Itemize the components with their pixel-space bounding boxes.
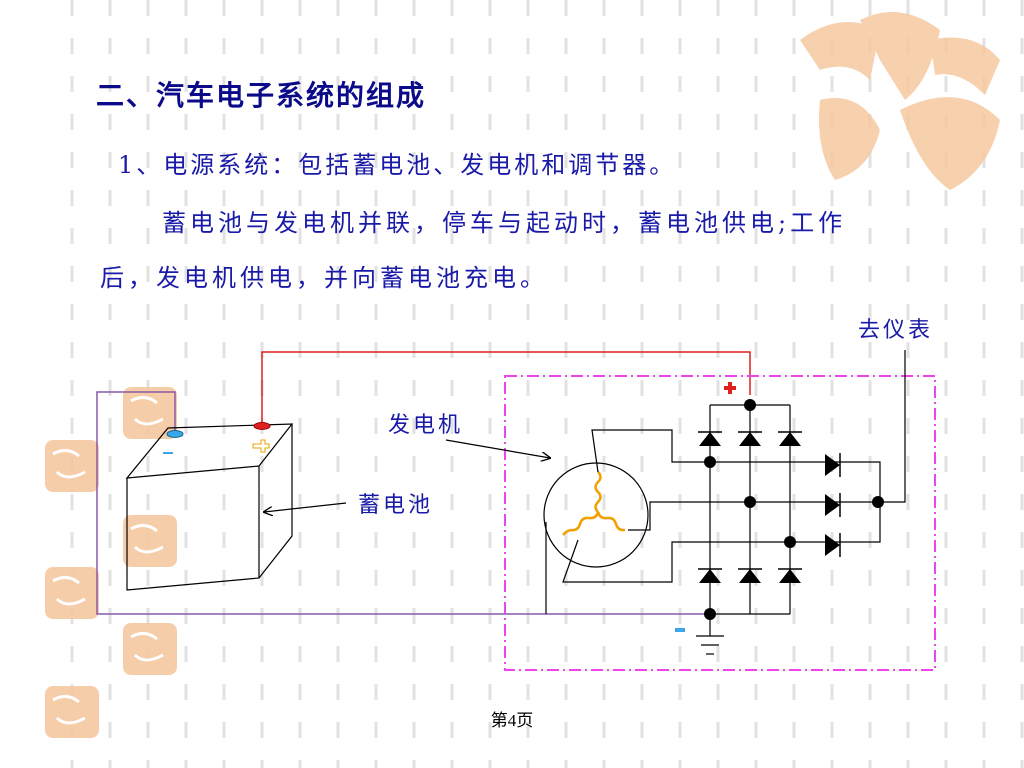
generator-module-border xyxy=(504,375,936,671)
positive-wire xyxy=(261,351,751,426)
junction-dot xyxy=(784,536,796,548)
junction-dot xyxy=(872,496,884,508)
rectifier-diodes xyxy=(698,431,841,583)
watermark-seals xyxy=(45,387,177,738)
generator-leads xyxy=(545,429,790,614)
seal-stroke xyxy=(130,632,164,662)
watermark-seal xyxy=(45,440,99,492)
diode-symbol xyxy=(825,454,840,476)
diode-symbol xyxy=(825,494,840,516)
diode-symbol xyxy=(739,432,761,446)
junction-dot xyxy=(704,456,716,468)
seal-stroke xyxy=(52,576,86,606)
diode-symbol xyxy=(739,569,761,583)
battery-negative-terminal xyxy=(163,430,184,454)
battery-positive-terminal xyxy=(252,422,271,453)
generator-arrow xyxy=(445,439,550,458)
parallel-connection-description: 蓄电池与发电机并联，停车与起动时，蓄电池供电;工作 xyxy=(162,209,847,237)
watermark-seal xyxy=(45,686,99,738)
circuit-junctions xyxy=(704,399,884,620)
rectifier-bridge xyxy=(709,350,906,636)
meter-label: 去仪表 xyxy=(858,318,933,343)
seal-stroke xyxy=(130,396,164,426)
battery xyxy=(125,423,294,591)
slide-heading: 二、汽车电子系统的组成 xyxy=(96,79,427,112)
junction-dot xyxy=(744,496,756,508)
charging-description: 后，发电机供电，并向蓄电池充电。 xyxy=(100,264,548,292)
diode-symbol xyxy=(779,432,801,446)
power-system-description: 1、电源系统：包括蓄电池、发电机和调节器。 xyxy=(118,151,677,179)
negative-wire xyxy=(96,391,710,615)
battery-label: 蓄电池 xyxy=(358,493,433,518)
diode-symbol xyxy=(699,569,721,583)
diode-symbol xyxy=(699,432,721,446)
ground-symbol xyxy=(696,635,724,655)
watermark-seal xyxy=(123,387,177,439)
generator-winding xyxy=(562,471,626,536)
seal-stroke xyxy=(52,695,86,725)
generator-label: 发电机 xyxy=(388,413,463,438)
positive-sign-icon xyxy=(724,382,736,394)
watermark-seal xyxy=(123,515,177,567)
seal-stroke xyxy=(52,449,86,479)
junction-dot xyxy=(744,399,756,411)
watermark-seal xyxy=(123,623,177,675)
generator-stator xyxy=(543,462,649,568)
junction-dot xyxy=(704,608,716,620)
negative-sign-icon xyxy=(675,628,685,632)
diode-symbol xyxy=(779,569,801,583)
watermark-seal xyxy=(45,567,99,619)
page-number: 第4页 xyxy=(490,711,534,730)
diode-symbol xyxy=(825,534,840,556)
seal-stroke xyxy=(130,524,164,554)
watermark-large xyxy=(800,12,1000,190)
battery-arrow xyxy=(264,502,347,512)
